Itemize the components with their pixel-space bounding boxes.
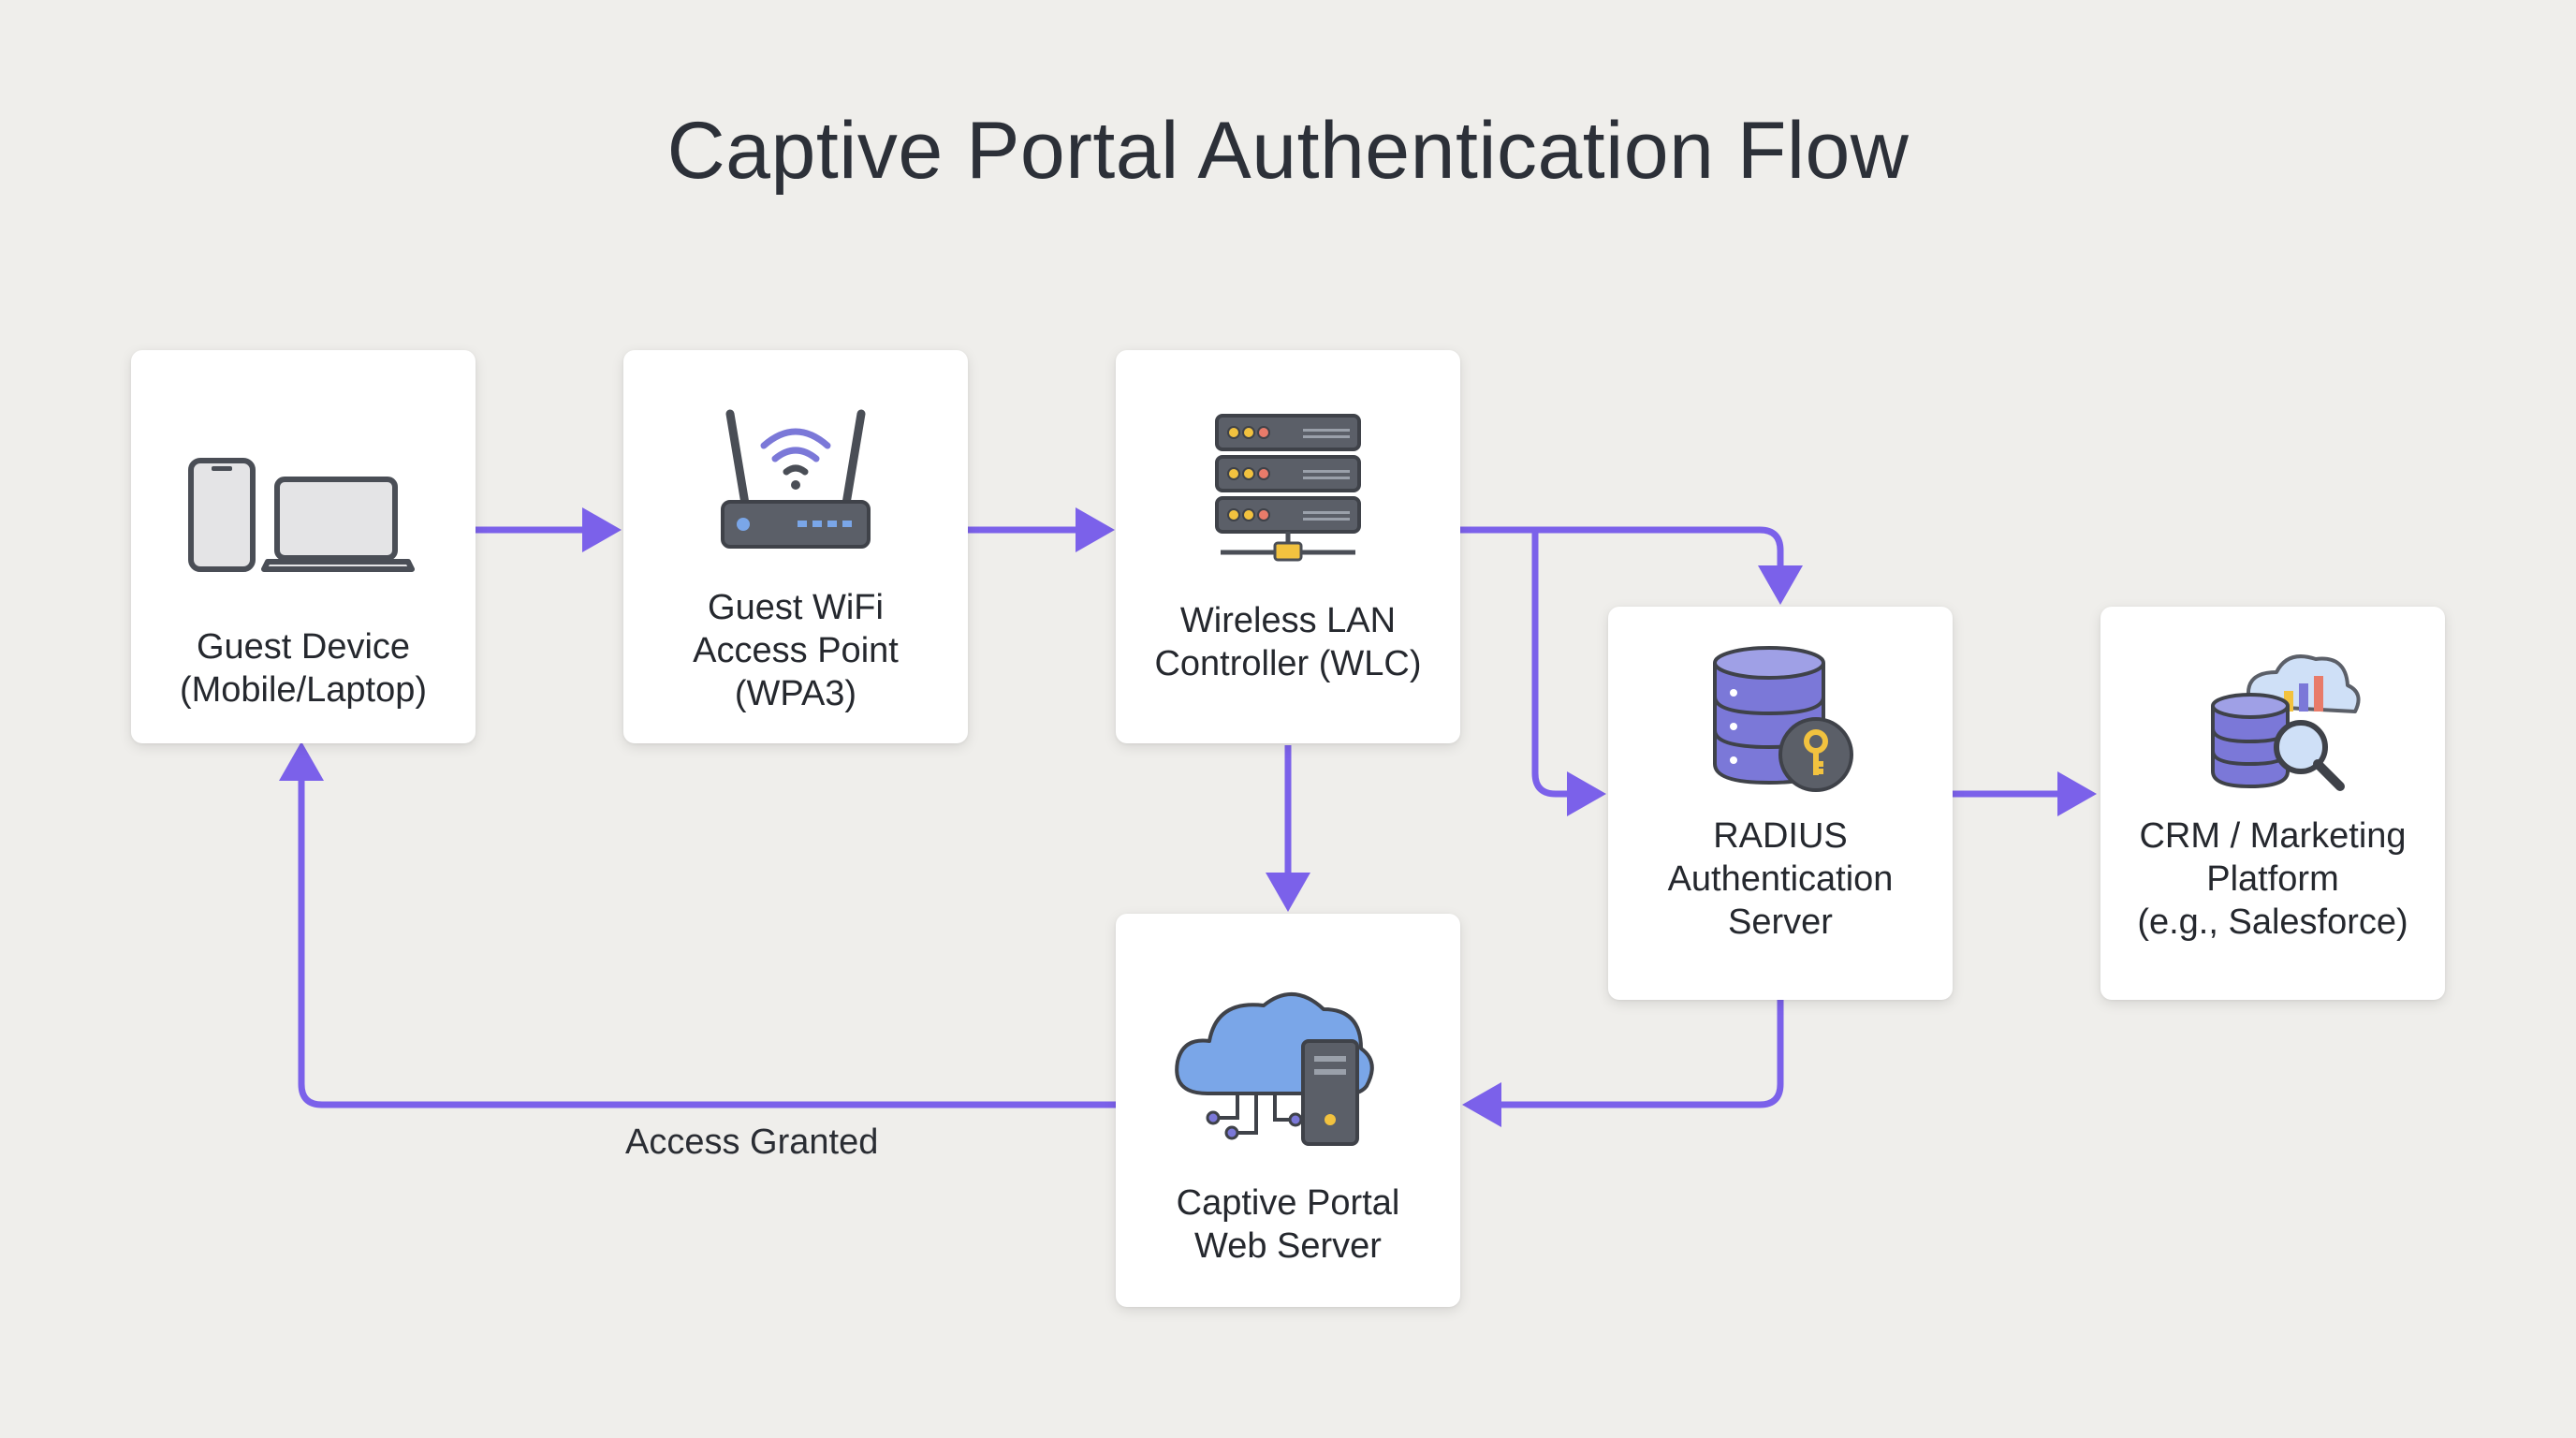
- node-wireless-lan-controller[interactable]: Wireless LAN Controller (WLC): [1116, 350, 1460, 743]
- label-line: (Mobile/Laptop): [179, 670, 428, 710]
- label-line: Web Server: [1194, 1226, 1382, 1266]
- arrow-radius-to-portal: [1496, 981, 1784, 1108]
- diagram-title: Captive Portal Authentication Flow: [666, 106, 1910, 196]
- arrowhead-wlc: [1076, 507, 1115, 552]
- node-captive-portal-server[interactable]: Captive Portal Web Server: [1116, 914, 1460, 1307]
- node-guest-device[interactable]: Guest Device (Mobile/Laptop): [131, 350, 476, 743]
- node-label: CRM / Marketing Platform (e.g., Salesfor…: [2110, 814, 2436, 944]
- label-line: Platform: [2206, 859, 2339, 899]
- arrowhead-portal-top: [1266, 873, 1310, 912]
- arrowhead-device-bottom: [279, 741, 324, 781]
- arrow-wlc-to-radius-side: [1531, 530, 1573, 798]
- label-line: RADIUS: [1713, 816, 1848, 856]
- wifi-router-icon: [721, 409, 871, 549]
- node-crm-platform[interactable]: CRM / Marketing Platform (e.g., Salesfor…: [2100, 607, 2445, 1000]
- database-cloud-search-icon: [2211, 654, 2361, 791]
- label-line: Wireless LAN: [1179, 601, 1397, 640]
- label-line: Authentication: [1667, 859, 1894, 899]
- label-line: Guest Device: [196, 627, 411, 667]
- label-line: Server: [1728, 902, 1833, 942]
- arrow-portal-to-device: [298, 775, 1116, 1108]
- arrowhead-ap: [582, 507, 622, 552]
- node-label: Wireless LAN Controller (WLC): [1125, 599, 1451, 685]
- label-line: CRM / Marketing: [2139, 816, 2407, 856]
- arrowhead-crm: [2057, 771, 2097, 816]
- label-line: Guest WiFi: [708, 588, 884, 627]
- label-line: Access Point: [693, 631, 899, 670]
- arrowhead-radius-top: [1758, 565, 1803, 605]
- label-line: (WPA3): [734, 674, 857, 713]
- arrowhead-radius-side: [1567, 771, 1606, 816]
- arrowhead-portal-right: [1462, 1082, 1501, 1127]
- cloud-server-icon: [1175, 991, 1374, 1146]
- label-line: Controller (WLC): [1154, 644, 1422, 683]
- phone-and-laptop-icon: [188, 458, 415, 572]
- server-rack-icon: [1215, 414, 1361, 562]
- node-label: Guest Device (Mobile/Laptop): [140, 625, 466, 712]
- label-line: (e.g., Salesforce): [2137, 902, 2408, 942]
- node-label: Captive Portal Web Server: [1125, 1181, 1451, 1268]
- arrow-wlc-to-radius-top: [1460, 526, 1784, 571]
- node-label: Guest WiFi Access Point (WPA3): [633, 586, 959, 715]
- node-label: RADIUS Authentication Server: [1617, 814, 1943, 944]
- edge-label-access-granted: Access Granted: [625, 1123, 879, 1162]
- node-radius-server[interactable]: RADIUS Authentication Server: [1608, 607, 1953, 1000]
- node-access-point[interactable]: Guest WiFi Access Point (WPA3): [623, 350, 968, 743]
- database-key-icon: [1713, 646, 1853, 792]
- label-line: Captive Portal: [1176, 1183, 1400, 1223]
